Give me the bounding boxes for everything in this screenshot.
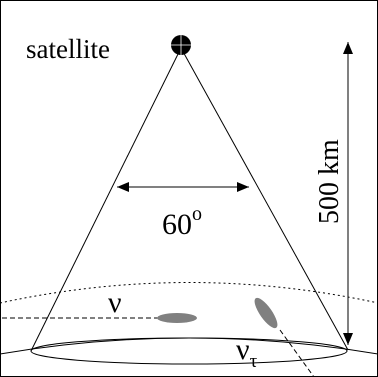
altitude-label: 500 km [314,139,345,224]
angle-arrow-right-head [237,182,249,192]
nu-interaction-ellipse [157,313,197,323]
angle-arrow-left-head [117,182,129,192]
footprint-ellipse [30,337,348,365]
tau-shower-ellipse [254,297,278,329]
altitude-arrow-top-head [343,42,353,54]
angle-label: 60o [162,203,202,241]
nu-tau-base: ν [236,333,250,366]
nu-tau-subscript: τ [250,351,258,372]
tau-track-dashed-line [279,329,315,377]
angle-value: 60 [162,208,192,241]
cone-right-edge [180,47,349,351]
satellite-label: satellite [26,34,110,64]
earth-surface-solid-curve [0,337,378,355]
earth-surface-dotted-curve [0,282,378,304]
angle-unit: o [192,203,202,225]
cone-left-edge [30,47,182,352]
nu-tau-label: ντ [236,333,258,372]
altitude-arrow-bottom-head [343,333,353,345]
nu-label: ν [108,286,122,319]
